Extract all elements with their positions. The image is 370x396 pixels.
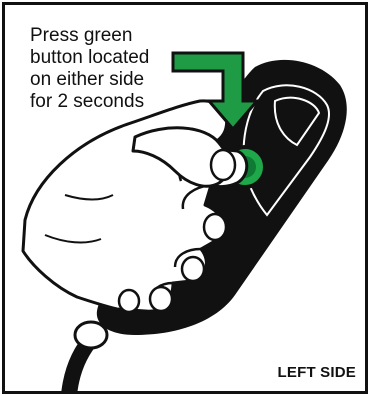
instruction-line-3: on either side bbox=[30, 69, 180, 91]
cable-connector bbox=[75, 322, 107, 348]
instruction-line-2: button located bbox=[30, 47, 180, 69]
instruction-line-1: Press green bbox=[30, 25, 180, 47]
side-label: LEFT SIDE bbox=[278, 364, 356, 381]
instruction-text: Press green button located on either sid… bbox=[30, 25, 180, 113]
illustration-frame: Press green button located on either sid… bbox=[2, 2, 368, 394]
instruction-line-4: for 2 seconds bbox=[30, 91, 180, 113]
